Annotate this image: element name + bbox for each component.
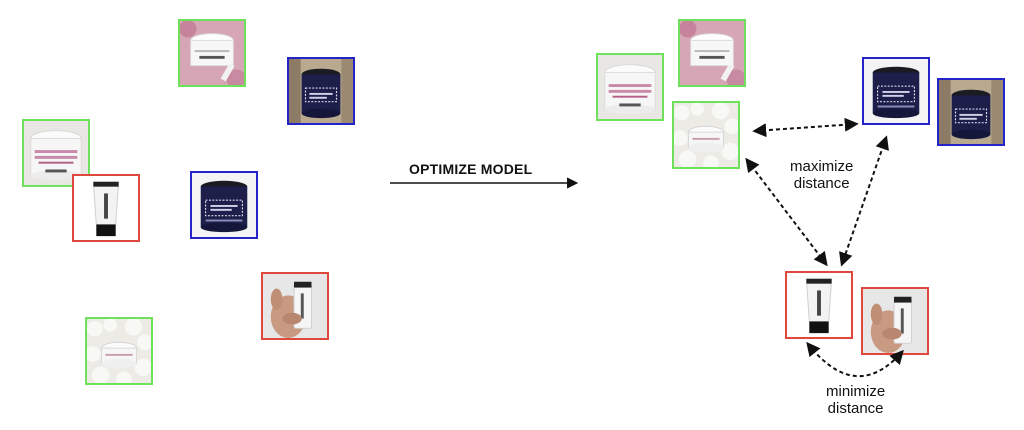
navyjar-wood-thumbnail: [287, 57, 355, 125]
fluffyjar-thumbnail: [85, 317, 153, 385]
whitejar-thumbnail-optimized: [596, 53, 664, 121]
maximize-arrow-right: [839, 135, 889, 267]
minimize-word: minimize: [826, 383, 886, 400]
maximize-distance-label: maximize distance: [790, 158, 853, 192]
pinkjar-thumbnail: [178, 19, 246, 87]
navyjar-wood-thumbnail-optimized: [937, 78, 1005, 146]
pinkjar-thumbnail-optimized: [678, 19, 746, 87]
tube-thumbnail: [72, 174, 140, 242]
optimize-model-label: OPTIMIZE MODEL: [409, 161, 533, 177]
maximize-word: maximize: [790, 158, 854, 175]
distance-word: distance: [827, 400, 884, 417]
navyjar-thumbnail-optimized: [862, 57, 930, 125]
fluffyjar-thumbnail-optimized: [672, 101, 740, 169]
minimize-arrow: [806, 341, 904, 377]
tube-thumbnail-optimized: [785, 271, 853, 339]
distance-word: distance: [793, 175, 850, 192]
navyjar-thumbnail: [190, 171, 258, 239]
maximize-arrow-horizontal: [752, 117, 859, 138]
maximize-arrow-left: [745, 157, 828, 267]
handtube-thumbnail: [261, 272, 329, 340]
minimize-distance-label: minimize distance: [826, 383, 885, 417]
